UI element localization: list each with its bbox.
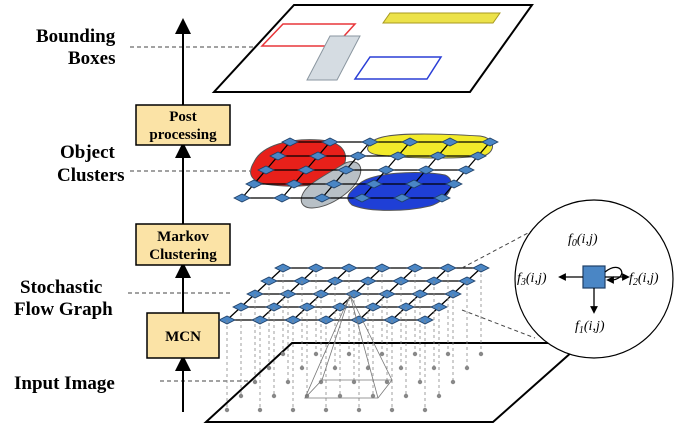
object-clusters-layer [233, 133, 499, 211]
pixel-dot [323, 407, 329, 413]
input-image-plane [203, 268, 585, 423]
pixel-dot [290, 407, 296, 413]
object-clusters-label-line1: Object [60, 142, 116, 163]
f3-label: f3(i,j) [517, 271, 547, 288]
pixel-dot [417, 379, 423, 385]
bbox-gray [306, 35, 361, 81]
post-processing-line1: Post [169, 109, 197, 125]
cluster-node [393, 193, 411, 203]
pixel-dot [271, 393, 277, 399]
pixel-dot [431, 365, 437, 371]
bbox-blue [353, 56, 443, 80]
post-processing-line2: processing [149, 127, 217, 143]
pixel-dot [370, 393, 376, 399]
pixel-dot [445, 351, 451, 357]
node-square [582, 265, 606, 289]
pixel-dot [384, 379, 390, 385]
pixel-dot [478, 351, 484, 357]
cluster-node [445, 179, 463, 189]
cluster-node [245, 179, 263, 189]
cluster-node [457, 165, 475, 175]
cluster-node [389, 151, 407, 161]
pixel-dot [412, 351, 418, 357]
mcn-box: MCN [146, 312, 220, 359]
pixel-dot [313, 351, 319, 357]
pixel-dot [252, 379, 258, 385]
pixel-dot [346, 351, 352, 357]
mcn-label: MCN [165, 329, 201, 345]
cluster-node [309, 151, 327, 161]
bounding-boxes-label-line2: Boxes [68, 48, 116, 69]
pixel-dot [351, 379, 357, 385]
cluster-node [405, 179, 423, 189]
object-clusters-label-line2: Clusters [57, 165, 125, 186]
cluster-blue [347, 171, 452, 211]
f1-label: f1(i,j) [575, 319, 605, 336]
cluster-node [481, 137, 499, 147]
cluster-node [349, 151, 367, 161]
pixel-dot [285, 379, 291, 385]
cluster-node [313, 193, 331, 203]
pixel-dot [332, 365, 338, 371]
pixel-dot [238, 393, 244, 399]
pixel-dot [422, 407, 428, 413]
pixel-dot [257, 407, 263, 413]
cluster-node [401, 137, 419, 147]
input-image-label: Input Image [14, 373, 115, 394]
cluster-node [269, 151, 287, 161]
pixel-dot [224, 407, 230, 413]
bounding-boxes-label-line1: Bounding [36, 26, 116, 47]
node-detail-inset: f0(i,j) f2(i,j) f3(i,j) f1(i,j) [514, 199, 674, 359]
pixel-dot [450, 379, 456, 385]
pixel-dot [389, 407, 395, 413]
cluster-node [281, 137, 299, 147]
cluster-node [429, 151, 447, 161]
self-loop-arrow [604, 266, 623, 284]
cluster-node [321, 137, 339, 147]
pixel-dot [403, 393, 409, 399]
pixel-dot [280, 351, 286, 357]
cluster-node [285, 179, 303, 189]
f0-label: f0(i,j) [568, 232, 598, 249]
markov-clustering-line2: Clustering [149, 247, 217, 263]
cluster-graph [233, 137, 499, 203]
cluster-node [297, 165, 315, 175]
cluster-node [273, 193, 291, 203]
cluster-node [469, 151, 487, 161]
cluster-node [417, 165, 435, 175]
pixel-dot [337, 393, 343, 399]
cluster-node [233, 193, 251, 203]
markov-clustering-line1: Markov [157, 229, 209, 245]
cluster-node [441, 137, 459, 147]
input-pixels [224, 268, 484, 413]
cluster-node [353, 193, 371, 203]
stochastic-flow-graph-label-line2: Flow Graph [14, 299, 113, 320]
pixel-dot [365, 365, 371, 371]
cluster-node [433, 193, 451, 203]
bounding-boxes-plane [211, 4, 534, 93]
stochastic-flow-graph-label-line1: Stochastic [20, 277, 102, 298]
post-processing-box: Post processing [135, 104, 231, 146]
pixel-dot [299, 365, 305, 371]
pixel-dot [356, 407, 362, 413]
cluster-node [337, 165, 355, 175]
cluster-node [361, 137, 379, 147]
cluster-node [325, 179, 343, 189]
pixel-dot [464, 365, 470, 371]
pixel-dot [318, 379, 324, 385]
cluster-node [377, 165, 395, 175]
receptive-field-pyramid [304, 294, 393, 399]
pixel-dot [436, 393, 442, 399]
bbox-yellow [382, 12, 501, 24]
f2-label: f2(i,j) [629, 271, 659, 288]
pixel-dot [398, 365, 404, 371]
cluster-node [257, 165, 275, 175]
pixel-dot [266, 365, 272, 371]
markov-clustering-box: Markov Clustering [135, 223, 231, 266]
pixel-dot [379, 351, 385, 357]
cluster-node [365, 179, 383, 189]
